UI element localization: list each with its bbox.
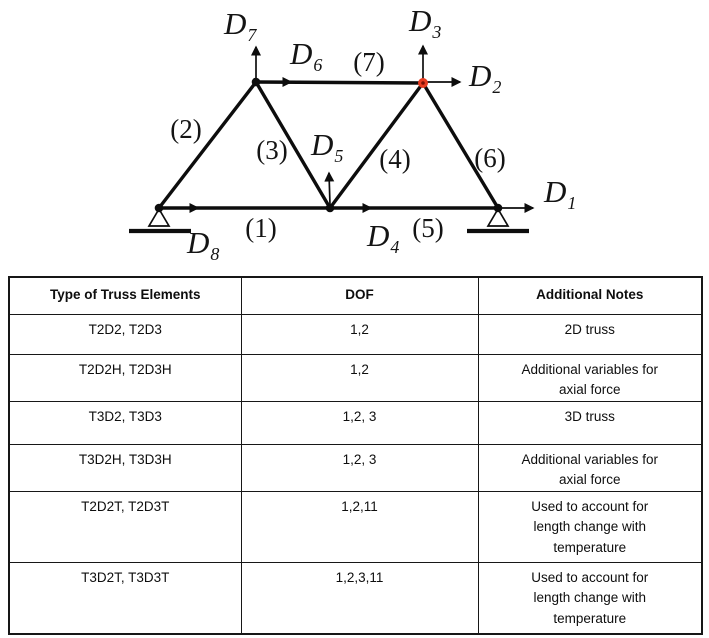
element-label-5: (5) bbox=[412, 213, 443, 243]
member-4 bbox=[328, 81, 425, 210]
node-bottom-middle bbox=[325, 203, 335, 213]
pin-support-right bbox=[467, 207, 529, 234]
cell-type: T2D2H, T2D3H bbox=[8, 353, 242, 402]
table-row: T3D2, T3D3 1,2, 3 3D truss bbox=[8, 400, 703, 445]
table-row: T3D2T, T3D3T 1,2,3,11 Used to account fo… bbox=[8, 561, 703, 635]
truss-svg: D1 D2 D3 D4 D5 D6 D7 D8 (1) (2) (3) (4) … bbox=[129, 3, 576, 264]
column-header-dof: DOF bbox=[240, 276, 479, 315]
cell-dof: 1,2, 3 bbox=[240, 400, 479, 445]
dof-label-d5: D5 bbox=[310, 127, 343, 166]
cell-notes: Additional variables for axial force bbox=[477, 443, 703, 492]
dof-labels: D1 D2 D3 D4 D5 D6 D7 D8 bbox=[186, 3, 576, 264]
dof-label-d7: D7 bbox=[223, 6, 257, 45]
cell-type: T2D2T, T2D3T bbox=[8, 490, 242, 563]
cell-type: T2D2, T2D3 bbox=[8, 313, 242, 355]
support-triangle-right bbox=[486, 207, 510, 227]
cell-notes: 3D truss bbox=[477, 400, 703, 445]
table-header-row: Type of Truss Elements DOF Additional No… bbox=[8, 276, 703, 315]
table-row: T3D2H, T3D3H 1,2, 3 Additional variables… bbox=[8, 443, 703, 492]
pin-support-left bbox=[129, 207, 191, 234]
element-label-2: (2) bbox=[170, 114, 201, 144]
element-labels: (1) (2) (3) (4) (5) (6) (7) bbox=[170, 47, 505, 243]
cell-dof: 1,2,11 bbox=[240, 490, 479, 563]
column-header-type: Type of Truss Elements bbox=[8, 276, 242, 315]
element-label-7: (7) bbox=[353, 47, 384, 77]
dof-label-d4: D4 bbox=[366, 218, 399, 257]
dof-label-d3: D3 bbox=[408, 3, 441, 42]
dof-arrow-d5 bbox=[324, 171, 335, 206]
cell-type: T3D2H, T3D3H bbox=[8, 443, 242, 492]
truss-nodes bbox=[154, 77, 503, 213]
cell-dof: 1,2, 3 bbox=[240, 443, 479, 492]
element-label-6: (6) bbox=[474, 143, 505, 173]
table-row: T2D2, T2D3 1,2 2D truss bbox=[8, 313, 703, 355]
node-bottom-right bbox=[493, 203, 503, 213]
cell-type: T3D2, T3D3 bbox=[8, 400, 242, 445]
support-triangle-left bbox=[147, 207, 171, 227]
table-row: T2D2T, T2D3T 1,2,11 Used to account for … bbox=[8, 490, 703, 563]
cell-notes: Used to account for length change with t… bbox=[477, 561, 703, 635]
cell-notes: Additional variables for axial force bbox=[477, 353, 703, 402]
node-top-left bbox=[251, 77, 261, 87]
member-2 bbox=[157, 80, 258, 210]
element-label-3: (3) bbox=[256, 135, 287, 165]
dof-label-d2: D2 bbox=[468, 58, 501, 97]
dof-arrows bbox=[160, 44, 535, 213]
table-row: T2D2H, T2D3H 1,2 Additional variables fo… bbox=[8, 353, 703, 402]
truss-elements-table: Type of Truss Elements DOF Additional No… bbox=[8, 276, 703, 635]
cell-type: T3D2T, T3D3T bbox=[8, 561, 242, 635]
element-label-4: (4) bbox=[379, 144, 410, 174]
dof-label-d6: D6 bbox=[289, 36, 322, 75]
column-header-notes: Additional Notes bbox=[477, 276, 703, 315]
cell-notes: 2D truss bbox=[477, 313, 703, 355]
element-label-1: (1) bbox=[245, 213, 276, 243]
cell-dof: 1,2 bbox=[240, 353, 479, 402]
truss-diagram: D1 D2 D3 D4 D5 D6 D7 D8 (1) (2) (3) (4) … bbox=[0, 0, 709, 272]
member-3 bbox=[254, 80, 332, 210]
highlighted-node-core bbox=[421, 81, 425, 85]
member-6 bbox=[421, 81, 500, 210]
dof-label-d1: D1 bbox=[543, 174, 576, 213]
cell-dof: 1,2,3,11 bbox=[240, 561, 479, 635]
cell-notes: Used to account for length change with t… bbox=[477, 490, 703, 563]
cell-dof: 1,2 bbox=[240, 313, 479, 355]
dof-label-d8: D8 bbox=[186, 225, 219, 264]
node-bottom-left bbox=[154, 203, 164, 213]
